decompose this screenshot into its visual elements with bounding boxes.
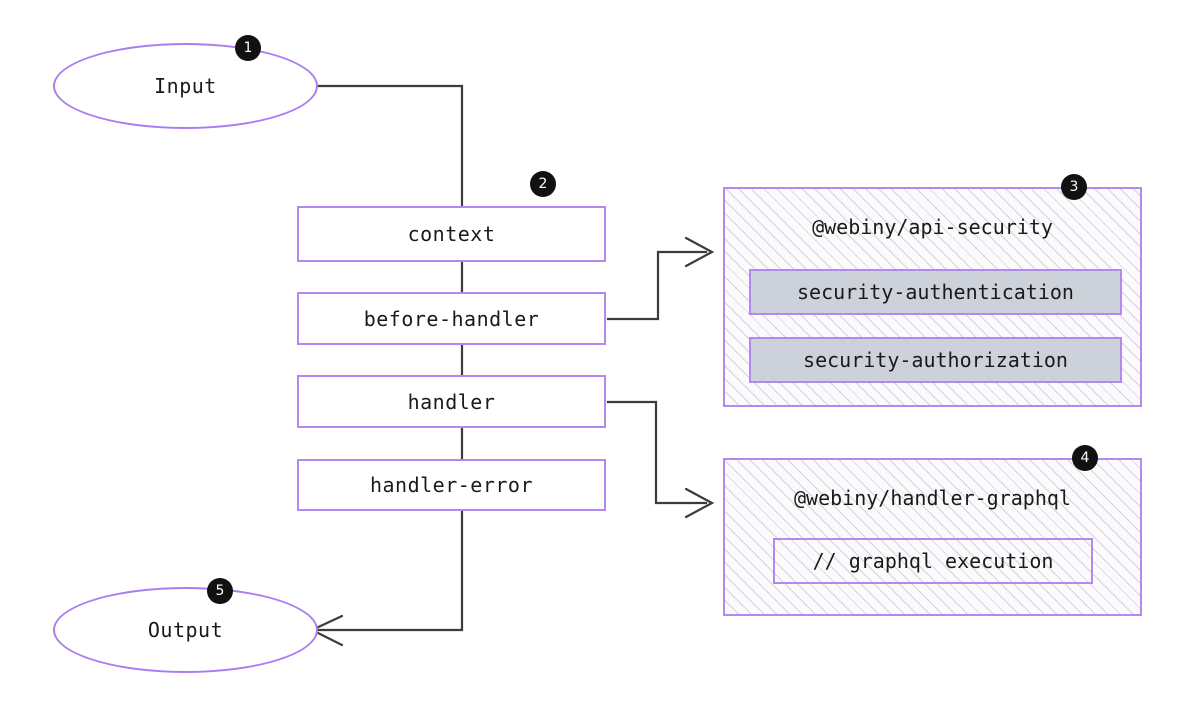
- connector-input-to-pipeline: [316, 84, 464, 208]
- arrowhead-open: [684, 236, 715, 268]
- package-panel-api-security[interactable]: @webiny/api-security security-authentica…: [723, 187, 1142, 407]
- connector-handler-to-handler-graphql: [606, 400, 715, 519]
- terminal-output-label: Output: [147, 618, 224, 642]
- sub-box-graphql-execution[interactable]: // graphql execution: [773, 538, 1093, 584]
- badge-5: 5: [207, 578, 233, 604]
- stage-box-handler-error-label: handler-error: [369, 473, 534, 497]
- sub-box-security-authentication[interactable]: security-authentication: [749, 269, 1122, 315]
- arrowhead-open: [684, 487, 715, 519]
- stage-box-handler[interactable]: handler: [297, 375, 606, 428]
- stage-box-before-handler-label: before-handler: [363, 306, 540, 331]
- stage-box-context[interactable]: context: [297, 206, 606, 262]
- sub-box-security-authorization[interactable]: security-authorization: [749, 337, 1122, 383]
- stage-box-handler-label: handler: [407, 389, 496, 414]
- package-panel-handler-graphql[interactable]: @webiny/handler-graphql // graphql execu…: [723, 458, 1142, 616]
- badge-1: 1: [235, 35, 261, 61]
- sub-box-security-authorization-label: security-authorization: [803, 348, 1068, 372]
- sub-box-graphql-execution-label: // graphql execution: [812, 549, 1054, 573]
- terminal-output[interactable]: Output: [53, 587, 318, 673]
- stage-box-handler-error[interactable]: handler-error: [297, 459, 606, 511]
- sub-box-security-authentication-label: security-authentication: [797, 280, 1074, 304]
- badge-3: 3: [1061, 174, 1087, 200]
- badge-2: 2: [530, 171, 556, 197]
- stage-box-before-handler[interactable]: before-handler: [297, 292, 606, 345]
- terminal-input[interactable]: Input: [53, 43, 318, 129]
- badge-4: 4: [1072, 445, 1098, 471]
- package-panel-api-security-title: @webiny/api-security: [812, 215, 1053, 239]
- connector-before-handler-to-api-security: [606, 236, 715, 321]
- package-panel-handler-graphql-title: @webiny/handler-graphql: [794, 486, 1071, 510]
- terminal-input-label: Input: [154, 74, 217, 98]
- stage-box-context-label: context: [407, 222, 496, 246]
- connector-pipeline-to-output: [309, 614, 464, 647]
